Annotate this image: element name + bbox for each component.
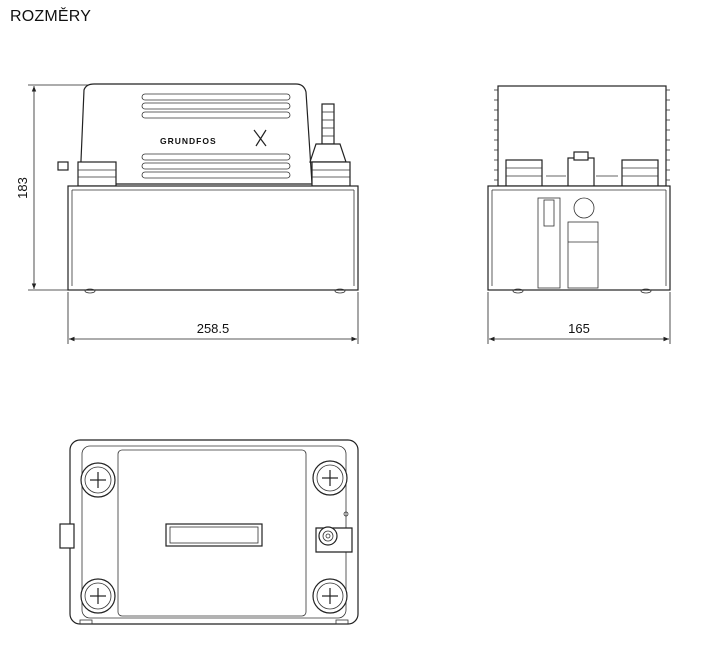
width-front-dimension: 258.5 <box>67 292 359 344</box>
side-view: 165 <box>487 85 671 344</box>
height-dimension: 183 <box>15 84 88 291</box>
brand-logo-text: GRUNDFOS <box>160 136 217 146</box>
top-view <box>59 439 359 625</box>
side-tank <box>487 185 671 294</box>
pump-cover: GRUNDFOS <box>79 83 313 185</box>
screw-cap-icon <box>312 578 348 614</box>
outlet-fitting-icon <box>315 511 353 553</box>
vent-slots-lower <box>141 153 291 179</box>
front-view: 183 GRUNDFOS <box>15 83 359 344</box>
screw-cap-icon <box>80 578 116 614</box>
tank-base <box>67 185 359 294</box>
page-title: ROZMĚRY <box>10 8 92 25</box>
vent-slots-upper <box>141 93 291 119</box>
side-cover <box>494 85 670 187</box>
screw-cap-icon <box>80 462 116 498</box>
left-housing <box>57 161 117 187</box>
sight-glass-icon <box>573 197 595 219</box>
width-side-label: 165 <box>568 321 590 336</box>
outlet-nozzle <box>309 103 351 187</box>
side-tab-icon <box>59 523 75 549</box>
screw-cap-icon <box>312 460 348 496</box>
width-front-label: 258.5 <box>197 321 230 336</box>
grundfos-x-logo-icon <box>253 129 267 147</box>
height-label: 183 <box>15 177 30 199</box>
width-side-dimension: 165 <box>487 292 671 344</box>
side-tab-icon <box>57 161 69 171</box>
display-window <box>165 523 263 547</box>
